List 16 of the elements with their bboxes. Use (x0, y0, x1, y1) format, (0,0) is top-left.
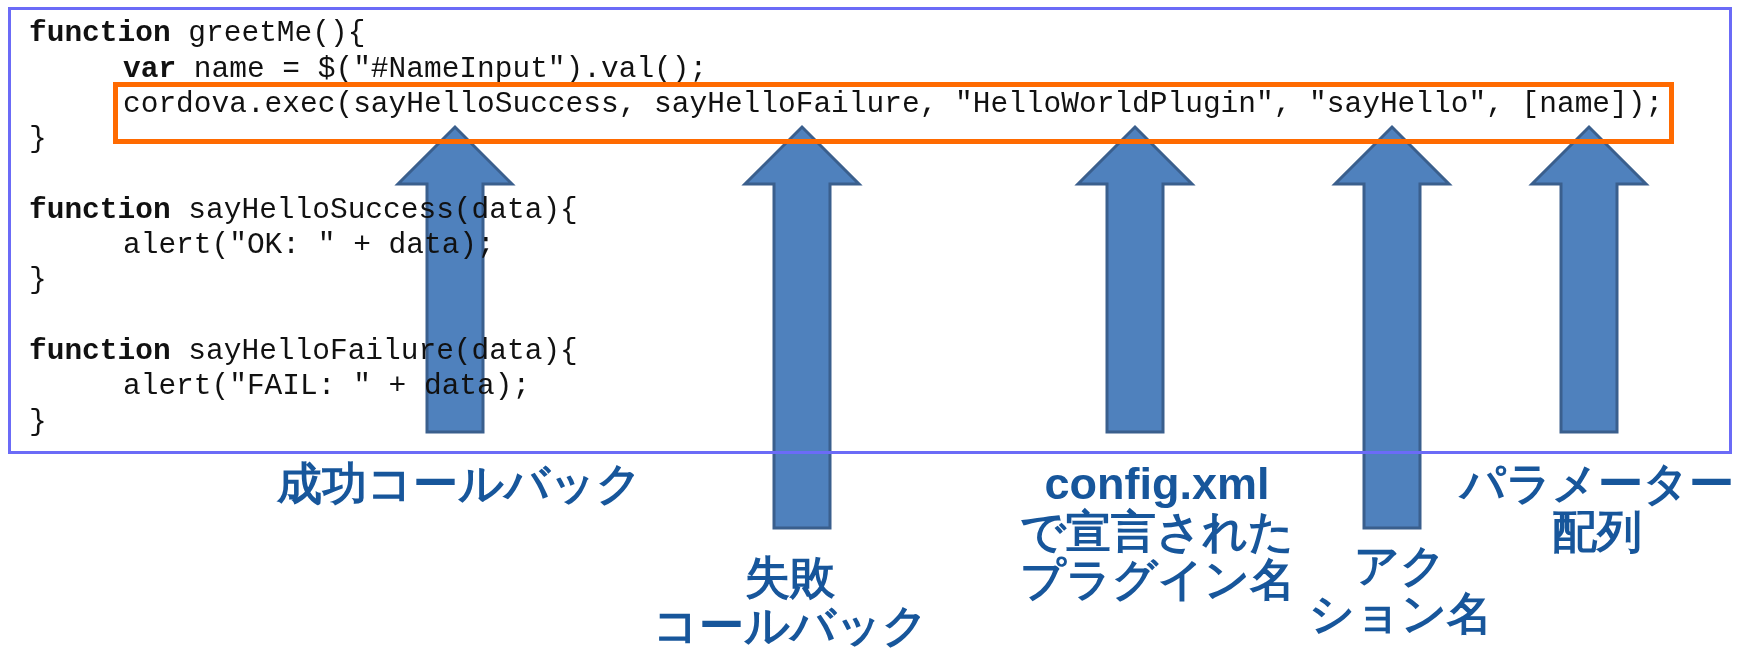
annotation-label: 成功コールバック (275, 460, 643, 508)
block-arrow (1528, 124, 1650, 434)
highlight-box (113, 82, 1674, 144)
annotation-label: config.xml で宣言されたプラグイン名 (1018, 460, 1296, 604)
block-arrow (394, 124, 516, 434)
code-panel (8, 7, 1732, 454)
code-line: } (29, 263, 47, 299)
code-line: function greetMe(){ (29, 16, 366, 52)
code-line: } (29, 404, 47, 440)
block-arrow (1331, 124, 1453, 530)
annotation-label: 失敗コールバック (651, 554, 929, 650)
block-arrow (1074, 124, 1196, 434)
block-arrow (741, 124, 863, 530)
code-line: var name = $("#NameInput").val(); (123, 51, 708, 87)
code-line: } (29, 122, 47, 158)
code-line: cordova.exec(sayHelloSuccess, sayHelloFailure, "HelloWorldPlugin", "sayHello", [name]); (123, 86, 1664, 123)
